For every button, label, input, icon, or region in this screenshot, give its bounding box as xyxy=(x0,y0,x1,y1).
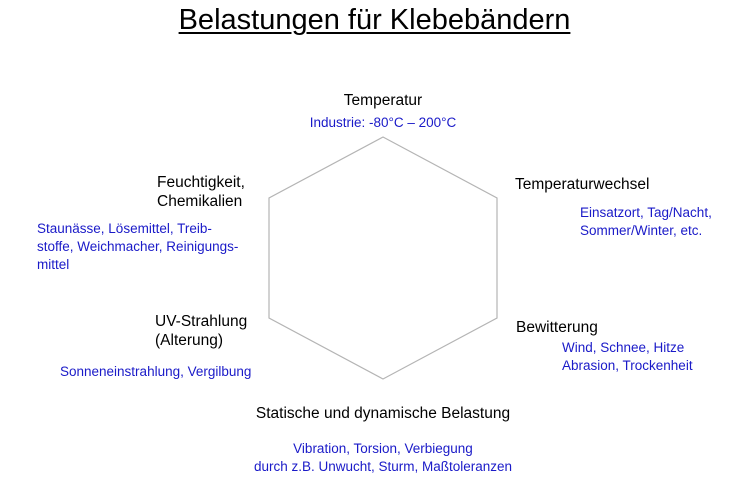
node-uv-detail: Sonneneinstrahlung, Vergilbung xyxy=(60,364,252,379)
node-feuchtigkeit-detail-3: mittel xyxy=(37,257,70,272)
node-bewitterung-label: Bewitterung xyxy=(516,319,598,336)
node-temperatur-label: Temperatur xyxy=(343,92,423,109)
node-feuchtigkeit-detail-2: stoffe, Weichmacher, Reinigungs- xyxy=(37,239,239,254)
node-bewitterung-detail-1: Wind, Schnee, Hitze xyxy=(562,340,685,355)
hexagon-outline xyxy=(268,136,498,380)
node-feuchtigkeit-detail-1: Staunässe, Lösemittel, Treib- xyxy=(37,221,212,236)
node-temperaturwechsel-detail-1: Einsatzort, Tag/Nacht, xyxy=(580,205,712,220)
node-belastung-detail-1: Vibration, Torsion, Verbiegung xyxy=(293,441,473,456)
node-temperaturwechsel-label: Temperaturwechsel xyxy=(515,176,650,193)
node-temperatur-detail: Industrie: -80°C – 200°C xyxy=(309,115,457,130)
node-feuchtigkeit-label-1: Feuchtigkeit, xyxy=(157,174,245,191)
node-belastung-detail-2: durch z.B. Unwucht, Sturm, Maßtoleranzen xyxy=(253,459,513,474)
node-belastung-label: Statische und dynamische Belastung xyxy=(255,405,511,422)
node-temperaturwechsel-detail-2: Sommer/Winter, etc. xyxy=(580,223,703,238)
node-feuchtigkeit-label-2: Chemikalien xyxy=(157,193,243,210)
node-uv-label-2: (Alterung) xyxy=(155,332,224,349)
page-title: Belastungen für Klebebändern xyxy=(178,4,571,36)
node-uv-label-1: UV-Strahlung xyxy=(155,313,248,330)
node-bewitterung-detail-2: Abrasion, Trockenheit xyxy=(562,358,693,373)
